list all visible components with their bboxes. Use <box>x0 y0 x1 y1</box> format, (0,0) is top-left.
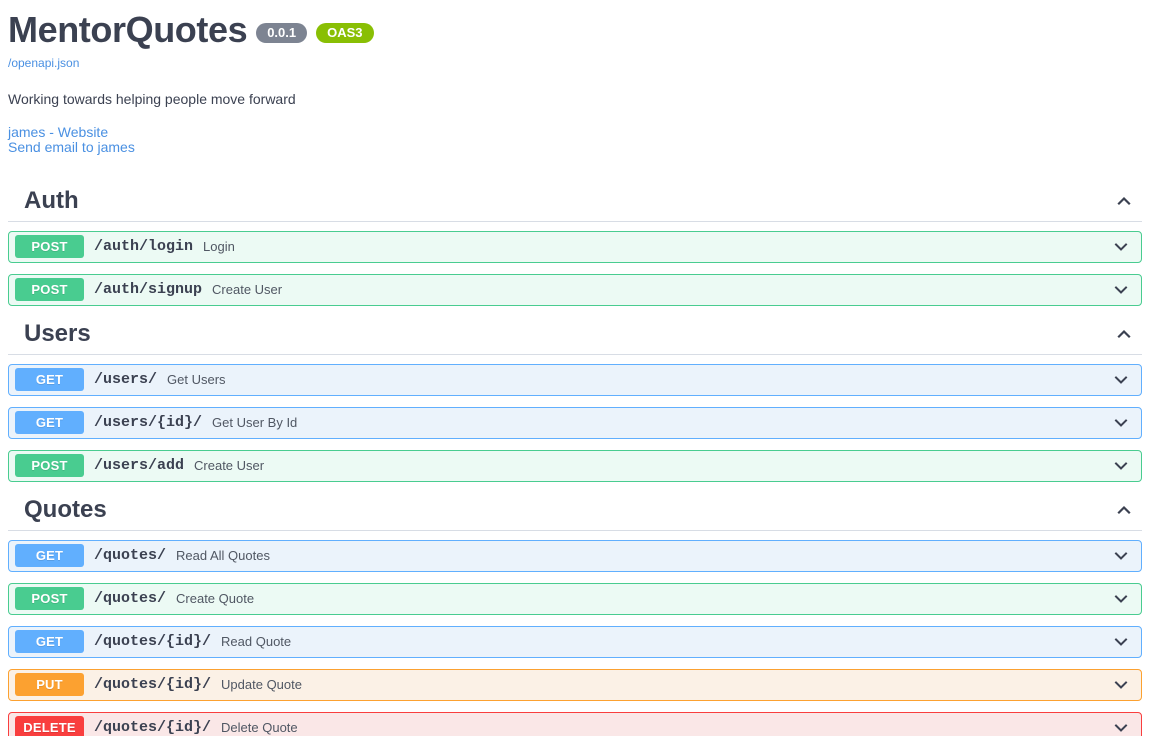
operation-row[interactable]: POST/users/add Create User <box>8 449 1142 482</box>
operation-path: /users/ <box>94 371 158 389</box>
http-method-badge: GET <box>15 368 84 392</box>
operation-path: /auth/login <box>94 238 194 256</box>
http-method-badge: POST <box>15 235 84 259</box>
operation-summary: Create User <box>194 458 265 474</box>
operation-row[interactable]: GET/users/{id}/ Get User By Id <box>8 406 1142 439</box>
http-method-badge: GET <box>15 411 84 435</box>
chevron-up-icon[interactable] <box>1114 324 1134 344</box>
http-method-badge: GET <box>15 630 84 654</box>
oas-version-badge: OAS3 <box>316 22 374 43</box>
operation-summary: Get Users <box>167 372 226 388</box>
operation-path: /quotes/ <box>94 590 167 608</box>
http-method-badge: PUT <box>15 673 84 697</box>
http-method-badge: POST <box>15 278 84 302</box>
operation-row[interactable]: POST/auth/signup Create User <box>8 273 1142 306</box>
chevron-down-icon[interactable] <box>1111 237 1131 257</box>
operation-row[interactable]: GET/quotes/Read All Quotes <box>8 539 1142 572</box>
operation-summary: Login <box>203 239 235 255</box>
chevron-down-icon[interactable] <box>1111 632 1131 652</box>
tag-header-auth[interactable]: Auth <box>8 186 1142 222</box>
operation-summary: Get User By Id <box>212 415 298 431</box>
operation-path: /quotes/ <box>94 547 167 565</box>
chevron-down-icon[interactable] <box>1111 370 1131 390</box>
tag-header-users[interactable]: Users <box>8 319 1142 355</box>
contact-links: james - Website Send email to james <box>8 123 1142 155</box>
tag-title: Users <box>24 319 91 347</box>
http-method-badge: DELETE <box>15 716 84 736</box>
page-title: MentorQuotes <box>8 9 248 50</box>
operation-summary: Read All Quotes <box>176 548 270 564</box>
operation-path: /users/{id}/ <box>94 414 203 432</box>
tag-header-quotes[interactable]: Quotes <box>8 495 1142 531</box>
chevron-down-icon[interactable] <box>1111 718 1131 736</box>
operation-row[interactable]: GET/quotes/{id}/ Read Quote <box>8 625 1142 658</box>
chevron-up-icon[interactable] <box>1114 191 1134 211</box>
chevron-down-icon[interactable] <box>1111 456 1131 476</box>
operation-row[interactable]: PUT/quotes/{id}/ Update Quote <box>8 668 1142 701</box>
operation-row[interactable]: DELETE/quotes/{id}/ Delete Quote <box>8 711 1142 736</box>
operation-row[interactable]: POST/quotes/Create Quote <box>8 582 1142 615</box>
operation-path: /quotes/{id}/ <box>94 676 212 694</box>
version-badge: 0.0.1 <box>256 22 308 43</box>
operation-path: /users/add <box>94 457 185 475</box>
tag-title: Auth <box>24 186 79 214</box>
http-method-badge: POST <box>15 454 84 478</box>
operation-summary: Create Quote <box>176 591 255 607</box>
api-description: Working towards helping people move forw… <box>8 90 296 107</box>
openapi-spec-link[interactable]: /openapi.json <box>8 55 80 70</box>
api-info-block: MentorQuotes 0.0.1 OAS3 /openapi.json Wo… <box>0 0 1150 155</box>
contact-website-link[interactable]: james - Website <box>8 123 109 140</box>
http-method-badge: GET <box>15 544 84 568</box>
chevron-down-icon[interactable] <box>1111 589 1131 609</box>
operation-row[interactable]: GET/users/Get Users <box>8 363 1142 396</box>
operation-path: /auth/signup <box>94 281 203 299</box>
operation-path: /quotes/{id}/ <box>94 719 212 736</box>
http-method-badge: POST <box>15 587 84 611</box>
operation-summary: Update Quote <box>221 677 302 693</box>
api-title-row: MentorQuotes 0.0.1 OAS3 <box>8 10 1142 50</box>
operation-summary: Delete Quote <box>221 720 298 736</box>
chevron-up-icon[interactable] <box>1114 500 1134 520</box>
operation-summary: Read Quote <box>221 634 292 650</box>
operation-path: /quotes/{id}/ <box>94 633 212 651</box>
operation-summary: Create User <box>212 282 283 298</box>
operation-row[interactable]: POST/auth/login Login <box>8 230 1142 263</box>
chevron-down-icon[interactable] <box>1111 280 1131 300</box>
chevron-down-icon[interactable] <box>1111 413 1131 433</box>
tag-title: Quotes <box>24 495 107 523</box>
chevron-down-icon[interactable] <box>1111 546 1131 566</box>
chevron-down-icon[interactable] <box>1111 675 1131 695</box>
contact-email-link[interactable]: Send email to james <box>8 138 135 155</box>
